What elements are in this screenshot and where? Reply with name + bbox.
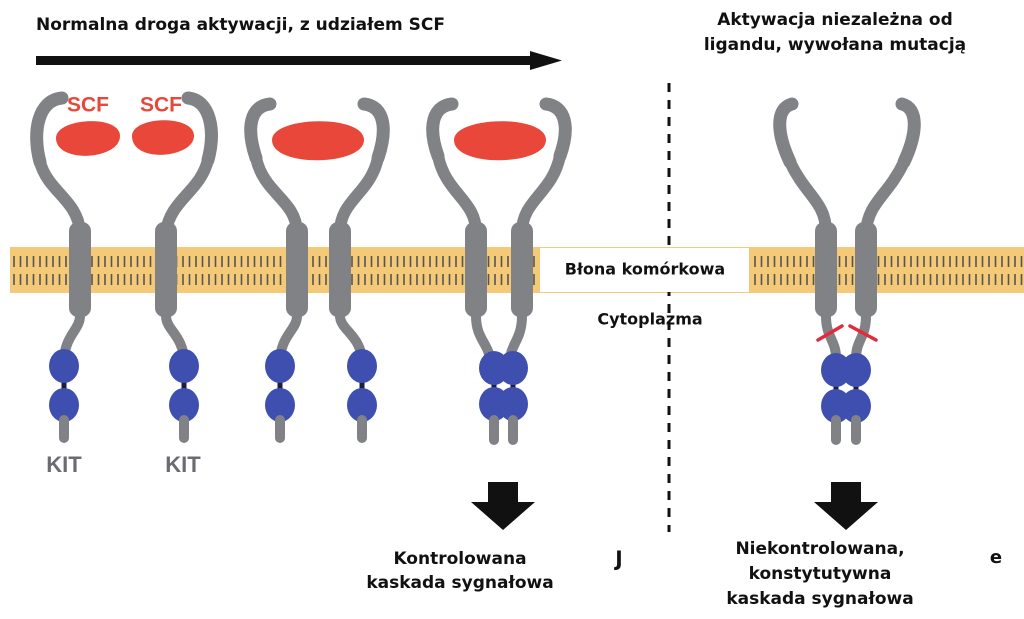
receptor-ectodomain <box>30 91 69 169</box>
kinase-domain <box>265 388 295 422</box>
cropped-glyph: e <box>990 547 1002 568</box>
controlled-cascade-label-line1: Kontrolowana <box>393 549 526 569</box>
scf-ligand <box>132 120 194 155</box>
kinase-domain <box>49 349 79 383</box>
uncontrolled-signal-arrow <box>814 482 878 530</box>
receptor-ectodomain <box>357 97 390 165</box>
kinase-domain <box>347 388 377 422</box>
controlled-signal-arrow <box>471 482 535 530</box>
activation-arrow <box>36 51 562 70</box>
activation-arrow-head <box>530 51 562 70</box>
scf-label: SCF <box>67 94 109 117</box>
transmembrane-segment <box>329 222 351 317</box>
controlled-cascade-label-line2: kaskada sygnałowa <box>366 573 553 593</box>
receptor-ectodomain <box>539 97 572 163</box>
kinase-domain <box>265 349 295 383</box>
mutation-pathway-title-line2: ligandu, wywołana mutacją <box>704 35 966 55</box>
kinase-domain <box>498 351 528 385</box>
receptor-juxtamembrane <box>821 311 841 363</box>
transmembrane-segment <box>855 222 877 317</box>
kinase-domain <box>169 388 199 422</box>
transmembrane-segment <box>511 222 533 317</box>
transmembrane-segment <box>465 222 487 317</box>
membrane-label-box <box>540 248 749 292</box>
scf-dimer-ligand <box>272 121 364 161</box>
mutation-mark <box>816 324 844 342</box>
scf-label: SCF <box>140 94 182 117</box>
uncontrolled-cascade-label-line1: Niekontrolowana, <box>735 539 904 559</box>
receptor-ectodomain <box>181 91 218 167</box>
mutation-mark <box>848 324 878 342</box>
receptor-stalk <box>784 156 832 238</box>
cropped-glyph: J <box>613 547 622 571</box>
mutation-pathway-title-line1: Aktywacja niezależna od <box>717 10 953 30</box>
uncontrolled-cascade-label-line2: konstytutywna <box>749 564 892 584</box>
receptor-juxtamembrane <box>851 311 871 363</box>
transmembrane-segment <box>815 222 837 317</box>
receptor-ectodomain <box>426 97 459 163</box>
scf-ligand <box>56 121 120 156</box>
receptor-ectodomain <box>895 97 921 169</box>
transmembrane-segment <box>69 222 91 317</box>
receptor-stalk <box>160 154 214 238</box>
kinase-domain <box>841 353 871 387</box>
normal-pathway-title: Normalna droga aktywacji, z udziałem SCF <box>36 15 445 35</box>
receptor-ectodomain <box>773 97 799 169</box>
scf-dimer-ligand <box>454 121 546 161</box>
transmembrane-segment <box>286 222 308 317</box>
receptor-ectodomain <box>244 97 277 165</box>
uncontrolled-cascade-label-line3: kaskada sygnałowa <box>726 589 913 609</box>
kit-label: KIT <box>46 452 82 477</box>
kinase-domain <box>347 349 377 383</box>
cytoplasm-label: Cytoplazma <box>597 310 702 329</box>
kinase-domain <box>498 387 528 421</box>
membrane-label: Błona komórkowa <box>565 260 725 279</box>
receptor-stalk <box>334 152 384 238</box>
receptor-stalk <box>516 150 566 238</box>
kinase-domain <box>841 389 871 423</box>
receptor-stalk <box>34 156 86 238</box>
receptor-stalk <box>860 156 910 238</box>
receptor-stalk <box>432 150 482 238</box>
kinase-domain <box>169 349 199 383</box>
receptors <box>30 91 921 445</box>
transmembrane-segment <box>155 222 177 317</box>
kinase-domain <box>49 388 79 422</box>
kit-label: KIT <box>165 452 201 477</box>
activation-arrow-shaft <box>36 56 534 65</box>
receptor-stalk <box>250 152 303 238</box>
